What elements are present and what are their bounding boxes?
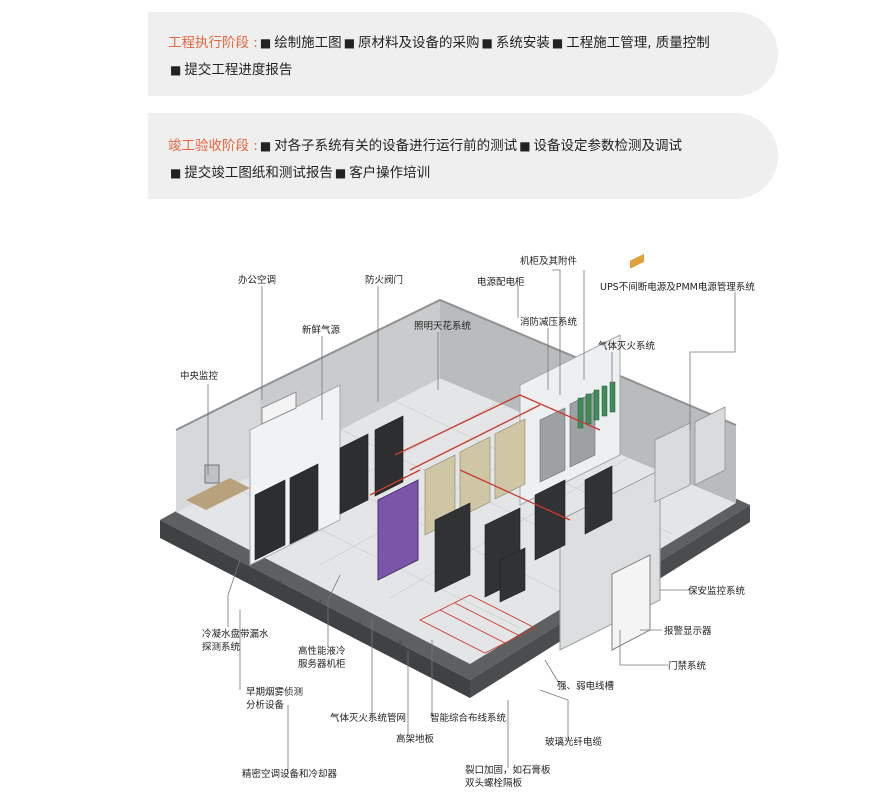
- label-reinforcement: 裂口加固，如石膏板双头螺栓隔板: [465, 765, 551, 789]
- label-alarm-display: 报警显示器: [664, 626, 712, 637]
- label-fiber-cable: 玻璃光纤电缆: [545, 737, 603, 748]
- stage-panel-acceptance: 竣工验收阶段 :■对各子系统有关的设备进行运行前的测试■设备设定参数检测及调试 …: [148, 113, 778, 199]
- stage-item: 设备设定参数检测及调试: [533, 138, 683, 154]
- label-precision-ac: 精密空调设备和冷却器: [242, 769, 338, 780]
- label-raised-floor: 高架地板: [396, 734, 435, 745]
- label-fresh-air: 新鲜气源: [302, 325, 341, 336]
- stage-title: 竣工验收阶段: [168, 138, 249, 154]
- label-fire-damper: 防火阀门: [365, 275, 404, 286]
- label-gas-fire-pipe: 气体灭火系统管网: [330, 713, 407, 724]
- stage-item: 工程施工管理, 质量控制: [566, 35, 710, 51]
- label-strong-weak-trough: 强、弱电线槽: [557, 681, 615, 692]
- label-lighting-ceiling: 照明天花系统: [414, 321, 472, 332]
- stage-item: 提交工程进度报告: [184, 62, 293, 78]
- stage-title: 工程执行阶段: [168, 35, 249, 51]
- stage-item: 对各子系统有关的设备进行运行前的测试: [274, 138, 518, 154]
- label-central-monitor: 中央监控: [180, 371, 219, 382]
- stage-item: 客户操作培训: [349, 165, 431, 181]
- label-access-control: 门禁系统: [668, 661, 707, 672]
- label-cabinet-accessories: 机柜及其附件: [520, 256, 578, 267]
- label-security-monitor: 保安监控系统: [688, 586, 746, 597]
- stage-line: ■提交工程进度报告: [170, 62, 293, 78]
- stage-line: 竣工验收阶段 :■对各子系统有关的设备进行运行前的测试■设备设定参数检测及调试: [168, 138, 683, 154]
- stage-panel-execution: 工程执行阶段 :■绘制施工图■原材料及设备的采购■系统安装■工程施工管理, 质量…: [148, 12, 778, 96]
- label-power-cabinet: 电源配电柜: [477, 277, 525, 288]
- label-smart-cabling: 智能综合布线系统: [430, 713, 507, 724]
- stage-line: ■提交竣工图纸和测试报告■客户操作培训: [170, 165, 431, 181]
- stage-item: 提交竣工图纸和测试报告: [184, 165, 333, 181]
- stage-item: 绘制施工图: [274, 35, 342, 51]
- label-office-ac: 办公空调: [238, 275, 277, 286]
- stage-line: 工程执行阶段 :■绘制施工图■原材料及设备的采购■系统安装■工程施工管理, 质量…: [168, 35, 710, 51]
- label-fire-depressurization: 消防减压系统: [520, 317, 578, 328]
- stage-item: 原材料及设备的采购: [358, 35, 480, 51]
- label-smoke-detection: 早期烟雾侦测分析设备: [246, 687, 304, 711]
- label-gas-fire-system: 气体灭火系统: [598, 341, 656, 352]
- label-condensate-leak: 冷凝水盘带漏水探测系统: [202, 629, 269, 653]
- label-hpc-cabinet: 高性能液冷服务器机柜: [298, 646, 346, 670]
- stage-item: 系统安装: [495, 35, 550, 51]
- label-ups-system: UPS不间断电源及PMM电源管理系统: [600, 282, 755, 293]
